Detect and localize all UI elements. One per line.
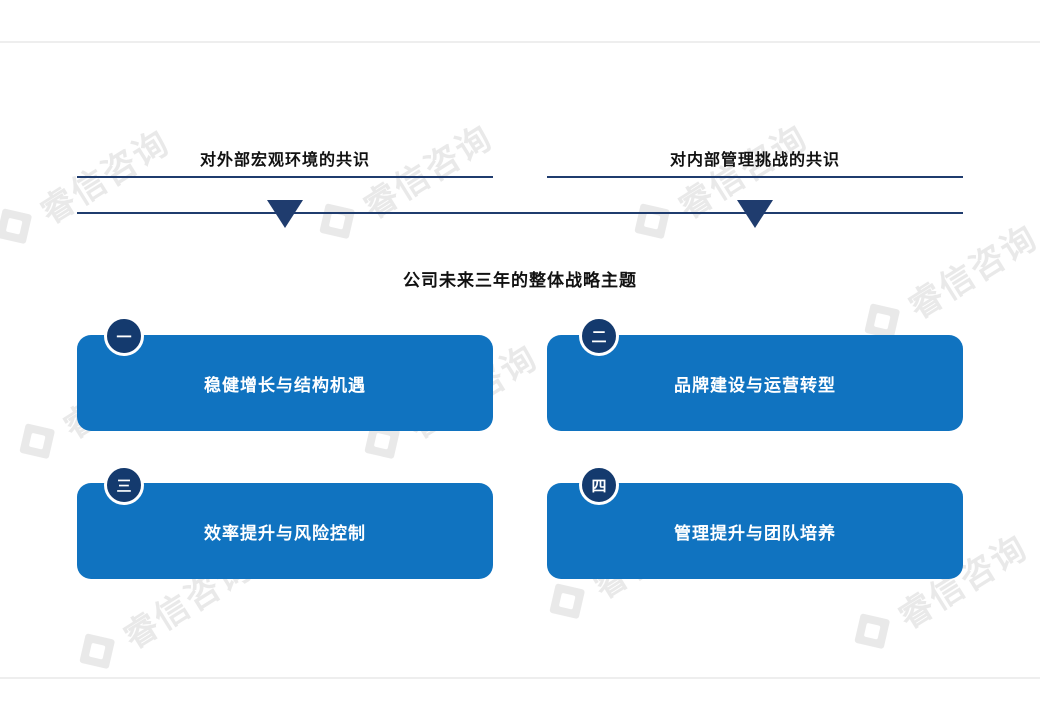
theme-card-label: 效率提升与风险控制 [204, 523, 366, 544]
watermark: 睿信咨询 [619, 79, 848, 263]
down-arrow-left-icon [267, 200, 303, 228]
watermark-logo-icon [19, 423, 56, 460]
theme-number-badge-2: 二 [579, 316, 619, 356]
top-rule [0, 41, 1040, 43]
down-arrow-right-icon [737, 200, 773, 228]
watermark-logo-icon [634, 203, 671, 240]
watermark: 睿信咨询 [304, 79, 533, 263]
bottom-rule [0, 677, 1040, 679]
theme-card-4: 管理提升与团队培养 [547, 483, 963, 579]
theme-number-badge-4: 四 [579, 465, 619, 505]
theme-number-badge-1: 一 [104, 316, 144, 356]
watermark-text: 睿信咨询 [33, 122, 177, 233]
connector-line [77, 212, 963, 214]
internal-heading-underline [547, 176, 963, 178]
theme-card-2: 品牌建设与运营转型 [547, 335, 963, 431]
theme-card-label: 管理提升与团队培养 [674, 523, 836, 544]
watermark-logo-icon [549, 583, 586, 620]
watermark-logo-icon [319, 203, 356, 240]
internal-consensus-heading: 对内部管理挑战的共识 [669, 150, 840, 169]
theme-number-badge-3: 三 [104, 465, 144, 505]
external-consensus-heading: 对外部宏观环境的共识 [199, 150, 370, 169]
external-heading-underline [77, 176, 493, 178]
theme-card-label: 品牌建设与运营转型 [674, 375, 836, 396]
watermark-logo-icon [0, 208, 33, 245]
watermark-logo-icon [854, 613, 891, 650]
theme-card-label: 稳健增长与结构机遇 [204, 375, 366, 396]
watermark-logo-icon [864, 303, 901, 340]
theme-card-1: 稳健增长与结构机遇 [77, 335, 493, 431]
strategy-theme-title: 公司未来三年的整体战略主题 [403, 271, 637, 291]
watermark-logo-icon [79, 633, 116, 670]
theme-card-3: 效率提升与风险控制 [77, 483, 493, 579]
